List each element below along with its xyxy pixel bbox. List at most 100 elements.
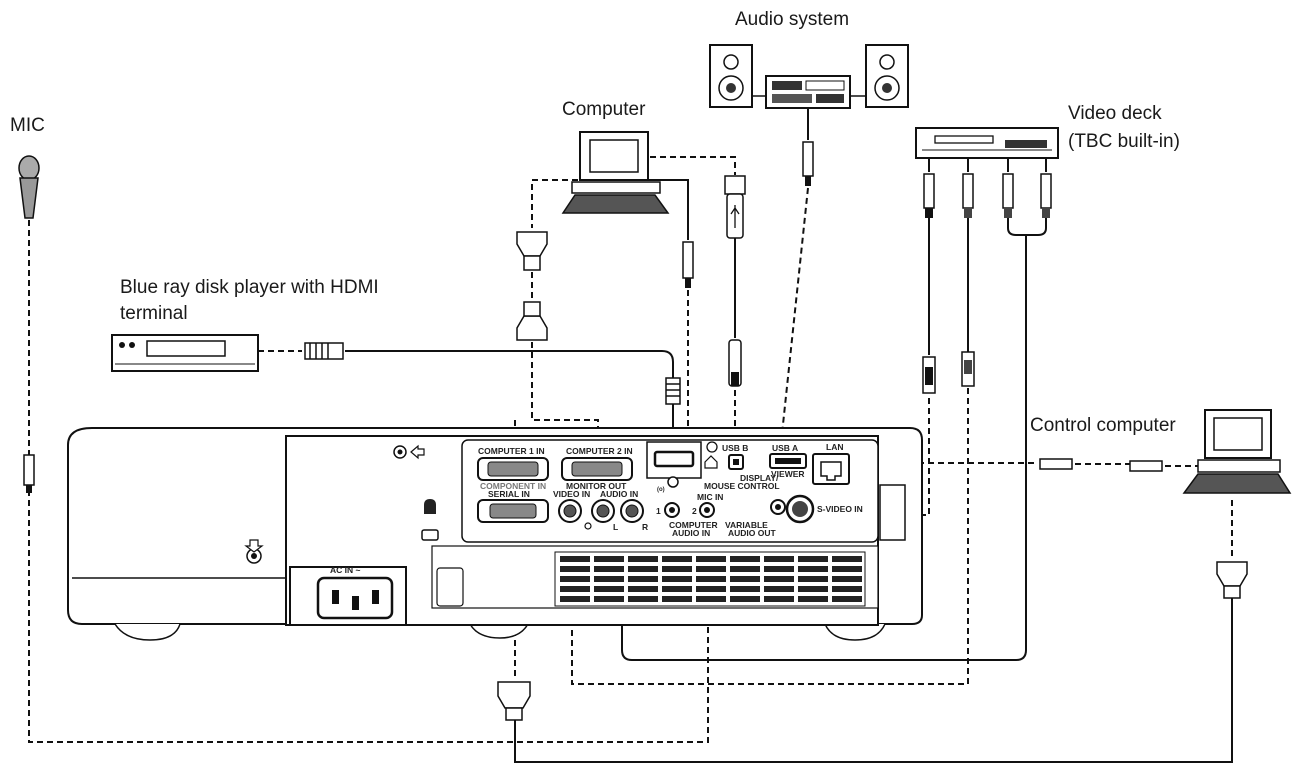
vent-slot bbox=[560, 596, 590, 602]
hdmi-cable bbox=[345, 350, 674, 378]
jack-2-label: 2 bbox=[692, 506, 697, 516]
variable-audio-out-label-2: AUDIO OUT bbox=[728, 528, 777, 538]
serial-in-label: SERIAL IN bbox=[488, 489, 530, 499]
vent-slot bbox=[560, 566, 590, 572]
computer-label: Computer bbox=[562, 99, 646, 120]
lan-plug-2 bbox=[1129, 460, 1163, 472]
vent-slot bbox=[594, 586, 624, 592]
vent-slot bbox=[832, 556, 862, 562]
computer-audio-in-label-2: AUDIO IN bbox=[672, 528, 710, 538]
vent-slot bbox=[730, 576, 760, 582]
computer-keyboard bbox=[561, 194, 670, 214]
vent-slot bbox=[798, 556, 828, 562]
component-in-label: COMPONENT IN bbox=[480, 481, 546, 491]
vent-slot bbox=[696, 586, 726, 592]
hdmi-port bbox=[653, 450, 695, 468]
vent-slot bbox=[764, 586, 794, 592]
vent-slot bbox=[696, 596, 726, 602]
bluray-label-2: terminal bbox=[120, 303, 188, 324]
ac-pin-mid bbox=[352, 596, 359, 610]
usb-b-ground-icon bbox=[706, 441, 718, 453]
lan-plug-1 bbox=[1039, 458, 1073, 470]
projector-foot-mid bbox=[469, 623, 529, 639]
vent-slot bbox=[832, 576, 862, 582]
video-in-indicator bbox=[584, 522, 592, 530]
bluray-device bbox=[111, 334, 681, 405]
hdmi-plug-left bbox=[304, 342, 344, 360]
lan-label: LAN bbox=[826, 442, 843, 452]
down-arrow-icon bbox=[244, 539, 264, 553]
bluray-label-1: Blue ray disk player with HDMI bbox=[120, 277, 379, 298]
home-icon bbox=[704, 455, 718, 469]
ac-pin-left bbox=[332, 590, 339, 604]
vent-slot bbox=[798, 576, 828, 582]
display-mouse-control-label-1: DISPLAY/ bbox=[740, 473, 779, 483]
jack-1-label: 1 bbox=[656, 506, 661, 516]
vent-slot bbox=[832, 596, 862, 602]
usb-a-label: USB A bbox=[772, 443, 798, 453]
vent-slot bbox=[594, 596, 624, 602]
mic-head bbox=[18, 155, 40, 181]
vent-slot bbox=[730, 556, 760, 562]
vent-slot bbox=[798, 566, 828, 572]
vent-slot bbox=[662, 556, 692, 562]
computer-base bbox=[571, 181, 661, 194]
audio-system-label: Audio system bbox=[735, 9, 850, 30]
vent-slot bbox=[594, 576, 624, 582]
vent-slot bbox=[594, 556, 624, 562]
vent-slot bbox=[798, 586, 828, 592]
control-vga-top bbox=[1216, 561, 1248, 587]
video-in-label: VIDEO IN bbox=[553, 489, 590, 499]
security-slot bbox=[421, 529, 439, 541]
left-arrow-icon bbox=[410, 444, 425, 460]
monitor-out-label: MONITOR OUT bbox=[566, 481, 627, 491]
audio-system-plug bbox=[802, 141, 814, 177]
vent-slot bbox=[798, 596, 828, 602]
computer-audio-in-label-1: COMPUTER bbox=[669, 520, 718, 530]
vent-slot bbox=[560, 576, 590, 582]
deck-plug-1 bbox=[923, 173, 935, 209]
video-deck-label-2: (TBC built-in) bbox=[1068, 131, 1180, 152]
deck-plug-2 bbox=[962, 173, 974, 209]
vga-cable-to-computer1 bbox=[531, 342, 599, 445]
variable-audio-out-label-1: VARIABLE bbox=[725, 520, 768, 530]
projector-side-panel bbox=[879, 484, 906, 541]
mic-in-label: MIC IN bbox=[697, 492, 723, 502]
computer-device bbox=[516, 131, 746, 387]
vent-slots bbox=[560, 556, 862, 602]
vent-slot bbox=[628, 566, 658, 572]
mic-label: MIC bbox=[10, 115, 45, 136]
projector-foot-right bbox=[824, 623, 886, 641]
usb-b-label: USB B bbox=[722, 443, 748, 453]
computer-audio-plug bbox=[682, 241, 694, 279]
vent-slot bbox=[696, 576, 726, 582]
vent-slot bbox=[628, 576, 658, 582]
lower-plate-tab bbox=[436, 567, 464, 607]
control-computer-device bbox=[497, 409, 1292, 721]
vent-slot bbox=[832, 566, 862, 572]
vent-slot bbox=[560, 556, 590, 562]
projector: AC IN ~ COMPUTER 1 IN COMPONENT IN COMPU… bbox=[67, 427, 923, 641]
vent-slot bbox=[832, 586, 862, 592]
vga-connector-top bbox=[516, 231, 548, 257]
computer1-in-label: COMPUTER 1 IN bbox=[478, 446, 545, 456]
computer-audio-cable bbox=[648, 179, 689, 240]
usb-a-plug bbox=[724, 175, 746, 195]
control-computer-vga-cable bbox=[514, 598, 1233, 763]
control-computer-base bbox=[1197, 459, 1281, 473]
vent-slot bbox=[662, 576, 692, 582]
deck-plug-3 bbox=[1002, 173, 1014, 209]
projector-foot-left bbox=[114, 623, 181, 641]
display-mouse-jack bbox=[667, 476, 679, 488]
computer-usb-cable bbox=[650, 156, 736, 175]
vent-slot bbox=[628, 556, 658, 562]
vent-slot bbox=[594, 566, 624, 572]
serial-connector-bottom bbox=[497, 681, 531, 709]
control-computer-label: Control computer bbox=[1030, 415, 1176, 436]
vent-slot bbox=[662, 586, 692, 592]
vent-slot bbox=[730, 596, 760, 602]
vent-slot bbox=[730, 586, 760, 592]
vent-slot bbox=[662, 566, 692, 572]
